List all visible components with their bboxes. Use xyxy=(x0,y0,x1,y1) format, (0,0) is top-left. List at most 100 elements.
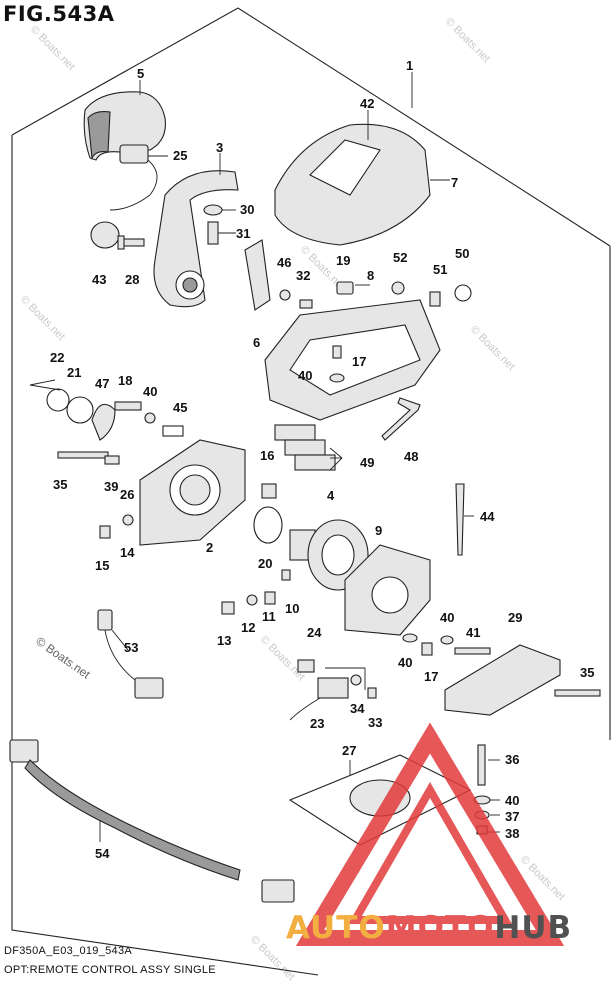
watermark: © Boats.net xyxy=(443,16,492,65)
callout-13: 13 xyxy=(217,633,231,648)
hex-wrench xyxy=(381,397,421,441)
lever-grip xyxy=(83,91,166,161)
cap-and-bolt xyxy=(90,221,145,250)
callout-19: 19 xyxy=(336,253,350,268)
callout-35b: 35 xyxy=(580,665,594,680)
short-harness xyxy=(97,609,164,699)
callout-29: 29 xyxy=(508,610,522,625)
logo-word-auto: AUTO xyxy=(286,910,386,946)
callout-32: 32 xyxy=(296,268,310,283)
callout-23: 23 xyxy=(310,716,324,731)
callout-36: 36 xyxy=(505,752,519,767)
callout-18: 18 xyxy=(118,373,132,388)
boats-credit: © Boats.net xyxy=(33,634,93,682)
callout-22: 22 xyxy=(50,350,64,365)
callout-35a: 35 xyxy=(53,477,67,492)
callout-15: 15 xyxy=(95,558,109,573)
watermark: © Boats.net xyxy=(18,294,67,343)
lever-arm xyxy=(153,170,239,308)
callout-17b: 17 xyxy=(424,669,438,684)
callout-45: 45 xyxy=(173,400,187,415)
control-housing xyxy=(264,299,441,421)
trim-switch xyxy=(109,144,158,211)
callout-26: 26 xyxy=(120,487,134,502)
main-harness xyxy=(9,739,295,903)
callout-8: 8 xyxy=(367,268,374,283)
watermark: © Boats.net xyxy=(468,324,517,373)
logo-word-moto: MOTO xyxy=(386,910,495,946)
leader-lines xyxy=(29,72,500,842)
cable-bracket xyxy=(444,644,561,716)
callout-51: 51 xyxy=(433,262,447,277)
logo-word-hub: HUB xyxy=(494,910,572,946)
callout-42: 42 xyxy=(360,96,374,111)
watermark: © Boats.net xyxy=(258,634,307,683)
callout-16: 16 xyxy=(260,448,274,463)
callout-52: 52 xyxy=(393,250,407,265)
callout-20: 20 xyxy=(258,556,272,571)
callout-37: 37 xyxy=(505,809,519,824)
callout-40a: 40 xyxy=(143,384,157,399)
callout-38: 38 xyxy=(505,826,519,841)
callout-40e: 40 xyxy=(505,793,519,808)
callout-30: 30 xyxy=(240,202,254,217)
callout-27: 27 xyxy=(342,743,356,758)
callout-46: 46 xyxy=(277,255,291,270)
callout-43: 43 xyxy=(92,272,106,287)
callout-40b: 40 xyxy=(298,368,312,383)
callout-47: 47 xyxy=(95,376,109,391)
callout-25: 25 xyxy=(173,148,187,163)
callout-39: 39 xyxy=(104,479,118,494)
assembly-outline xyxy=(11,7,611,976)
hardware-cluster xyxy=(279,281,472,383)
callout-21: 21 xyxy=(67,365,81,380)
callout-4: 4 xyxy=(327,488,335,503)
callout-17a: 17 xyxy=(352,354,366,369)
callout-2: 2 xyxy=(206,540,213,555)
left-hardware xyxy=(46,388,184,465)
figure-code: DF350A_E03_019_543A xyxy=(4,945,133,957)
side-bracket xyxy=(244,239,271,311)
callout-9: 9 xyxy=(375,523,382,538)
callout-54: 54 xyxy=(95,846,110,861)
callout-24: 24 xyxy=(307,625,322,640)
callout-40d: 40 xyxy=(398,655,412,670)
figure-description: OPT:REMOTE CONTROL ASSY SINGLE xyxy=(4,964,216,976)
svg-text:AUTOMOTOHUB: AUTOMOTOHUB xyxy=(286,910,572,946)
main-housing xyxy=(139,439,246,546)
callout-10: 10 xyxy=(285,601,299,616)
callout-labels: 1 2 3 4 5 6 7 8 9 10 11 12 13 14 15 16 1… xyxy=(50,58,594,861)
callout-11: 11 xyxy=(262,609,276,624)
callout-49: 49 xyxy=(360,455,374,470)
callout-1: 1 xyxy=(406,58,413,73)
callout-44: 44 xyxy=(480,509,495,524)
figure-title: FIG.543A xyxy=(3,2,115,26)
bracket-fasteners xyxy=(402,633,601,697)
callout-12: 12 xyxy=(241,620,255,635)
automotohub-logo: AUTOMOTOHUB xyxy=(286,722,572,946)
callout-53: 53 xyxy=(124,640,138,655)
top-cover xyxy=(274,123,431,246)
callout-48: 48 xyxy=(404,449,418,464)
callout-14: 14 xyxy=(120,545,135,560)
callout-5: 5 xyxy=(137,66,144,81)
spacer-blocks xyxy=(274,424,336,471)
callout-50: 50 xyxy=(455,246,469,261)
callout-41: 41 xyxy=(466,625,480,640)
callout-40c: 40 xyxy=(440,610,454,625)
callout-34: 34 xyxy=(350,701,365,716)
neutral-switch xyxy=(289,659,377,721)
callout-28: 28 xyxy=(125,272,139,287)
callout-3: 3 xyxy=(216,140,223,155)
callout-33: 33 xyxy=(368,715,382,730)
watermark: © Boats.net xyxy=(28,24,77,73)
cable-tie xyxy=(455,483,465,556)
small-fasteners xyxy=(99,483,277,539)
callout-31: 31 xyxy=(236,226,250,241)
detent-parts xyxy=(221,569,291,615)
shift-housing xyxy=(344,544,431,636)
washer-and-screw xyxy=(203,204,223,245)
callout-6: 6 xyxy=(253,335,260,350)
callout-7: 7 xyxy=(451,175,458,190)
